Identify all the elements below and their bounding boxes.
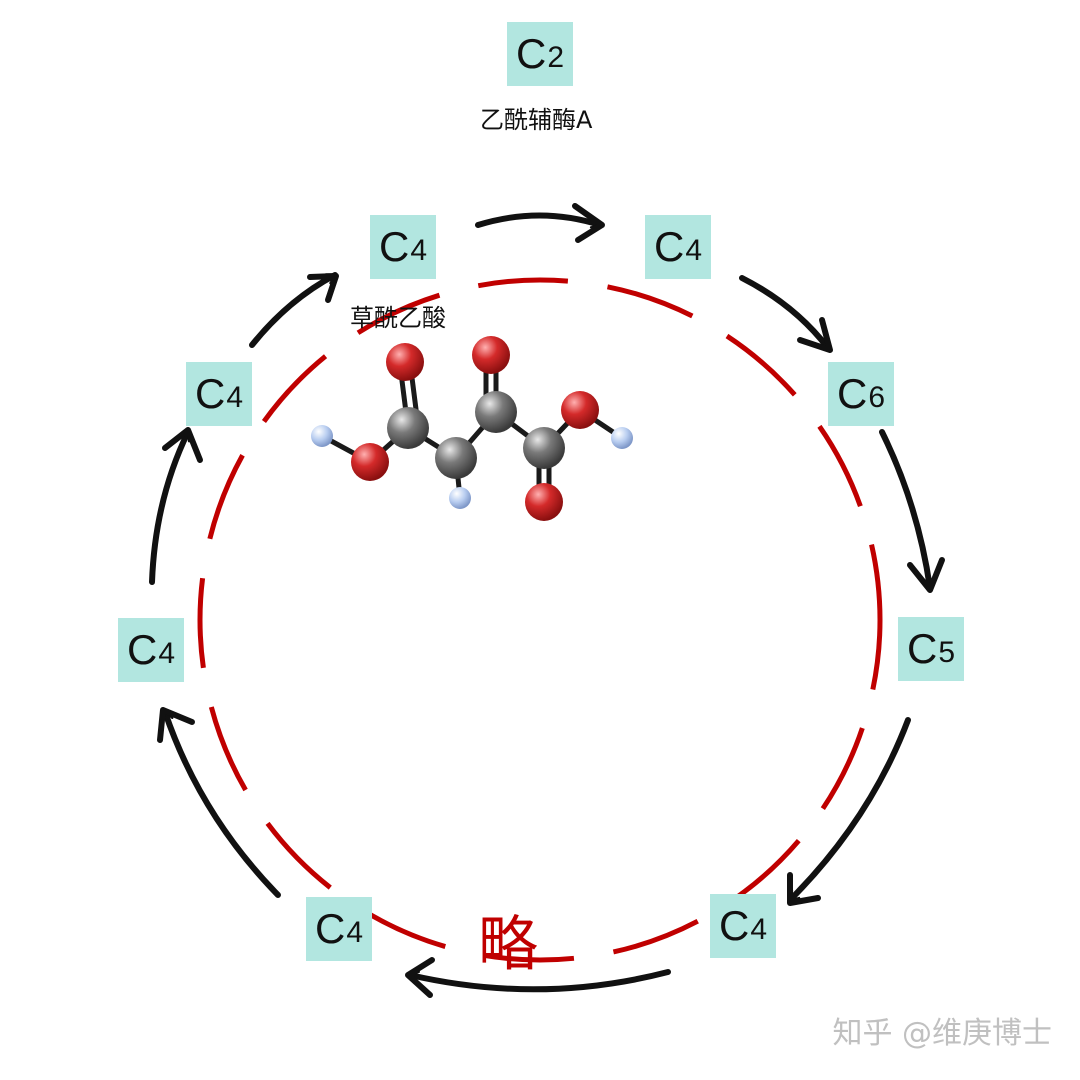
watermark: 知乎 @维庚博士 [832, 1016, 1052, 1051]
node-carbon-count: 4 [158, 637, 176, 670]
node-element: C [194, 370, 226, 417]
oxaloacetate-molecule-model [311, 336, 633, 521]
arrow-n6-n7 [165, 709, 281, 898]
arrowhead-7 [162, 427, 203, 463]
arrowhead-6 [157, 707, 195, 743]
arrow-n8-n1 [249, 272, 338, 348]
node-carbon-count: 4 [410, 234, 428, 267]
node-element: C [378, 223, 410, 270]
omitted-steps-label: 略 [478, 910, 538, 980]
arrow-n4-n5 [787, 717, 911, 903]
node-element: C [653, 223, 685, 270]
node-carbon-count: 4 [226, 381, 244, 414]
node-carbon-count: 5 [938, 636, 956, 669]
oxaloacetate-label: 草酰乙酸 [350, 304, 446, 332]
node-carbon-count: 2 [547, 41, 565, 74]
node-carbon-count: 4 [346, 916, 364, 949]
node-carbon-count: 4 [685, 234, 703, 267]
arrow-n1-n2 [475, 212, 603, 226]
arrowhead-1 [572, 203, 605, 243]
arrow-n7-n8 [149, 429, 191, 585]
arrow-n5-n6 [407, 969, 671, 993]
node-carbon-count: 4 [750, 913, 768, 946]
node-element: C [126, 626, 158, 673]
arrow-n2-n3 [739, 275, 831, 351]
acetyl-coa-label: 乙酰辅酶A [480, 106, 593, 134]
arrowhead-8 [307, 273, 339, 303]
node-element: C [836, 370, 868, 417]
arrowhead-3 [907, 557, 945, 593]
arrowhead-5 [405, 957, 435, 998]
arrowhead-4 [787, 872, 821, 906]
dashed-ring [197, 277, 883, 963]
node-element: C [718, 902, 750, 949]
node-carbon-count: 6 [868, 381, 886, 414]
node-element: C [906, 625, 938, 672]
arrowhead-2 [797, 317, 833, 353]
node-element: C [515, 30, 547, 77]
node-element: C [314, 905, 346, 952]
arrow-n3-n4 [879, 429, 930, 591]
